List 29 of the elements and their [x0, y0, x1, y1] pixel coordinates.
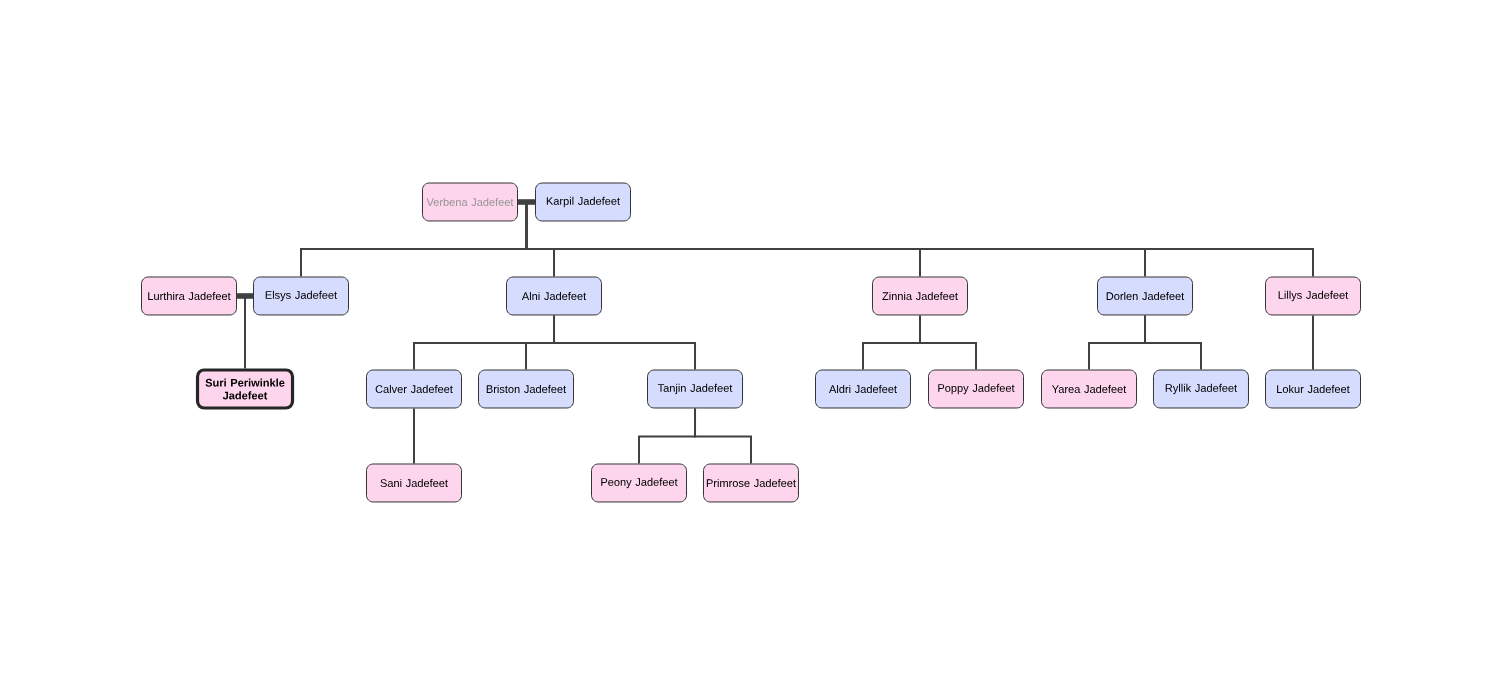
person-box: Aldri Jadefeet — [815, 369, 911, 409]
person-box: Alni Jadefeet — [506, 276, 602, 316]
person-box: Tanjin Jadefeet — [647, 369, 743, 409]
person-box: Primrose Jadefeet — [703, 463, 799, 503]
person-box: Yarea Jadefeet — [1041, 369, 1137, 409]
person-box: Verbena Jadefeet — [422, 182, 518, 222]
person-box: Peony Jadefeet — [591, 463, 687, 503]
person-box: Zinnia Jadefeet — [872, 276, 968, 316]
person-box: Lurthira Jadefeet — [141, 276, 237, 316]
person-box: Karpil Jadefeet — [535, 182, 631, 222]
connector-line — [413, 407, 415, 465]
person-box: Briston Jadefeet — [478, 369, 574, 409]
person-box: Poppy Jadefeet — [928, 369, 1024, 409]
couple-line — [237, 293, 253, 299]
person-box: Dorlen Jadefeet — [1097, 276, 1193, 316]
connector-line — [553, 314, 696, 371]
person-box: Lillys Jadefeet — [1265, 276, 1361, 316]
connector-line — [694, 407, 752, 465]
connector-line — [1312, 314, 1314, 371]
person-box: Ryllik Jadefeet — [1153, 369, 1249, 409]
couple-line — [517, 199, 536, 205]
connector-line — [1144, 314, 1202, 371]
connector-line — [244, 295, 246, 370]
person-box: Sani Jadefeet — [366, 463, 462, 503]
person-box: Suri Periwinkle Jadefeet — [195, 368, 295, 410]
person-box: Elsys Jadefeet — [253, 276, 349, 316]
connector-line — [919, 314, 977, 371]
person-box: Lokur Jadefeet — [1265, 369, 1361, 409]
person-box: Calver Jadefeet — [366, 369, 462, 409]
